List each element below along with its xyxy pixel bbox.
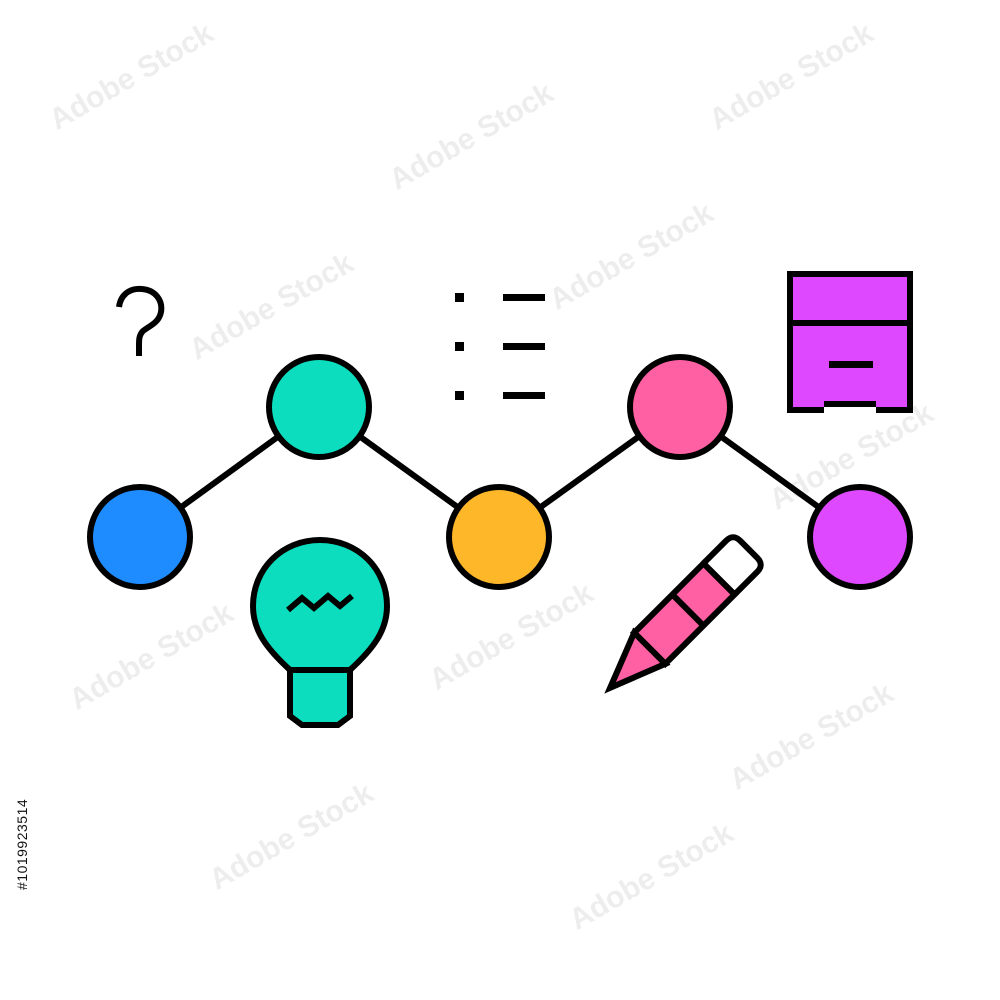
stock-image-id: #1019923514 [14, 798, 30, 890]
cabinet-foot-gap [824, 404, 876, 414]
list-bullet [455, 342, 464, 351]
question-mark-icon [116, 285, 165, 356]
pencil-eraser [700, 534, 764, 598]
bulb-shape [249, 536, 391, 728]
cabinet-handle [829, 361, 873, 368]
list-line [503, 392, 545, 399]
network-nodes [87, 354, 913, 590]
light-bulb-icon [249, 536, 391, 728]
list-bullet [455, 293, 464, 302]
pencil-icon [604, 534, 764, 694]
node-blue [87, 484, 193, 590]
node-teal [266, 354, 372, 460]
list-icon [455, 293, 545, 400]
list-line [503, 343, 545, 350]
pencil-band [670, 592, 706, 628]
bulb-filament [286, 592, 354, 613]
node-yellow [446, 484, 552, 590]
node-pink [627, 354, 733, 460]
pencil-tip [604, 627, 671, 694]
list-bullet [455, 391, 464, 400]
list-line [503, 294, 545, 301]
node-purple [807, 484, 913, 590]
cabinet-body [787, 271, 913, 413]
filing-cabinet-icon [787, 271, 913, 414]
